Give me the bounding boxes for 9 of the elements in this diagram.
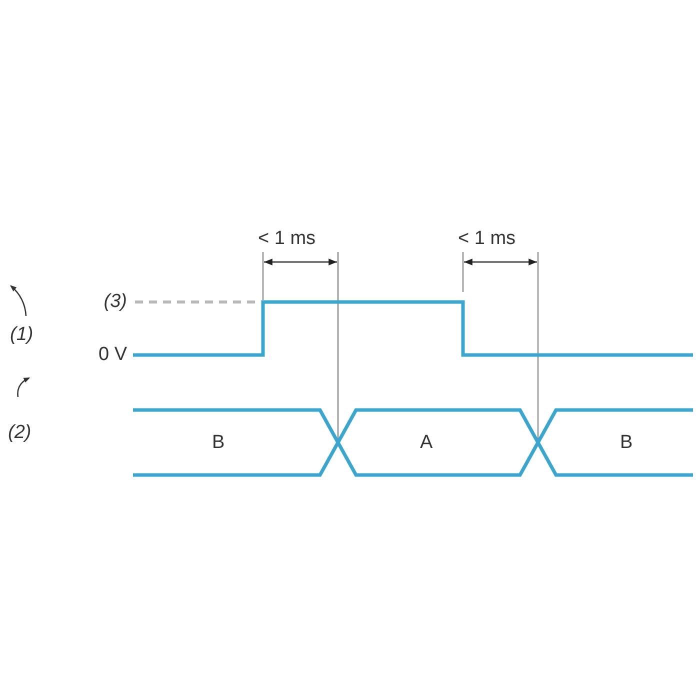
state-label: A [420, 432, 433, 454]
state-label: B [212, 432, 225, 454]
callout-number: (3) [104, 291, 127, 313]
callout-number: (2) [8, 422, 32, 444]
dimension-label: < 1 ms [258, 228, 316, 250]
callout-number: (1) [10, 324, 34, 346]
level-label: 0 V [98, 344, 127, 366]
dimension-label: < 1 ms [458, 228, 516, 250]
state-label: B [620, 432, 633, 454]
